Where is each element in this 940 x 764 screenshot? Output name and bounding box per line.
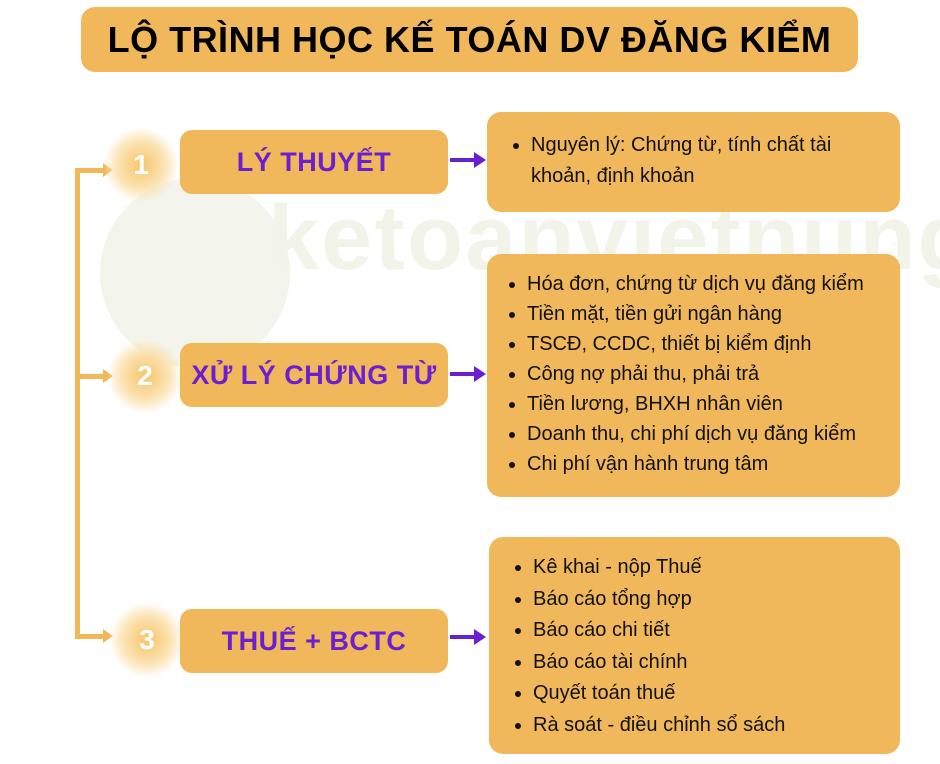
list-item: Nguyên lý: Chứng từ, tính chất tài khoản… [531,130,884,192]
step-3-arrow-head [474,629,486,645]
step-3-list: Kê khai - nộp Thuế Báo cáo tổng hợp Báo … [511,552,890,741]
step-3-arrow-line [450,635,475,639]
step-1-number: 1 [133,149,149,180]
list-item: Chi phí vận hành trung tâm [527,449,890,479]
step-3-details: Kê khai - nộp Thuế Báo cáo tổng hợp Báo … [489,537,900,754]
list-item: Báo cáo tổng hợp [533,584,890,616]
list-item: TSCĐ, CCDC, thiết bị kiểm định [527,329,890,359]
list-item: Báo cáo chi tiết [533,615,890,647]
list-item: Tiền lương, BHXH nhân viên [527,389,890,419]
step-1-details: Nguyên lý: Chứng từ, tính chất tài khoản… [487,112,900,212]
connector-branch-1 [75,168,103,173]
list-item: Doanh thu, chi phí dịch vụ đăng kiểm [527,419,890,449]
connector-branch-3 [75,634,103,639]
connector-arrowhead-3 [103,629,113,643]
step-1-glow [104,128,178,202]
watermark-logo [100,178,290,368]
list-item: Rà soát - điều chỉnh sổ sách [533,710,890,742]
step-2-details: Hóa đơn, chứng từ dịch vụ đăng kiểm Tiền… [487,254,900,497]
step-1-arrow-line [450,158,475,162]
page-title: LỘ TRÌNH HỌC KẾ TOÁN DV ĐĂNG KIỂM [81,7,858,72]
step-1-arrow-head [474,152,486,168]
list-item: Tiền mặt, tiền gửi ngân hàng [527,299,890,329]
step-2-glow [108,339,182,413]
step-2-arrow-line [450,372,475,376]
list-item: Công nợ phải thu, phải trả [527,359,890,389]
step-2-box: XỬ LÝ CHỨNG TỪ [180,343,448,407]
connector-branch-2 [75,374,103,379]
list-item: Hóa đơn, chứng từ dịch vụ đăng kiểm [527,269,890,299]
connector-vertical [75,168,80,639]
step-3-glow [110,603,184,677]
step-2-number: 2 [137,360,153,391]
step-1-list: Nguyên lý: Chứng từ, tính chất tài khoản… [509,130,884,192]
step-2-arrow-head [474,366,486,382]
list-item: Quyết toán thuế [533,678,890,710]
step-3-box: THUẾ + BCTC [180,609,448,673]
step-3-number: 3 [139,624,155,655]
list-item: Báo cáo tài chính [533,647,890,679]
step-2-list: Hóa đơn, chứng từ dịch vụ đăng kiểm Tiền… [505,269,890,479]
step-1-box: LÝ THUYẾT [180,130,448,194]
list-item: Kê khai - nộp Thuế [533,552,890,584]
